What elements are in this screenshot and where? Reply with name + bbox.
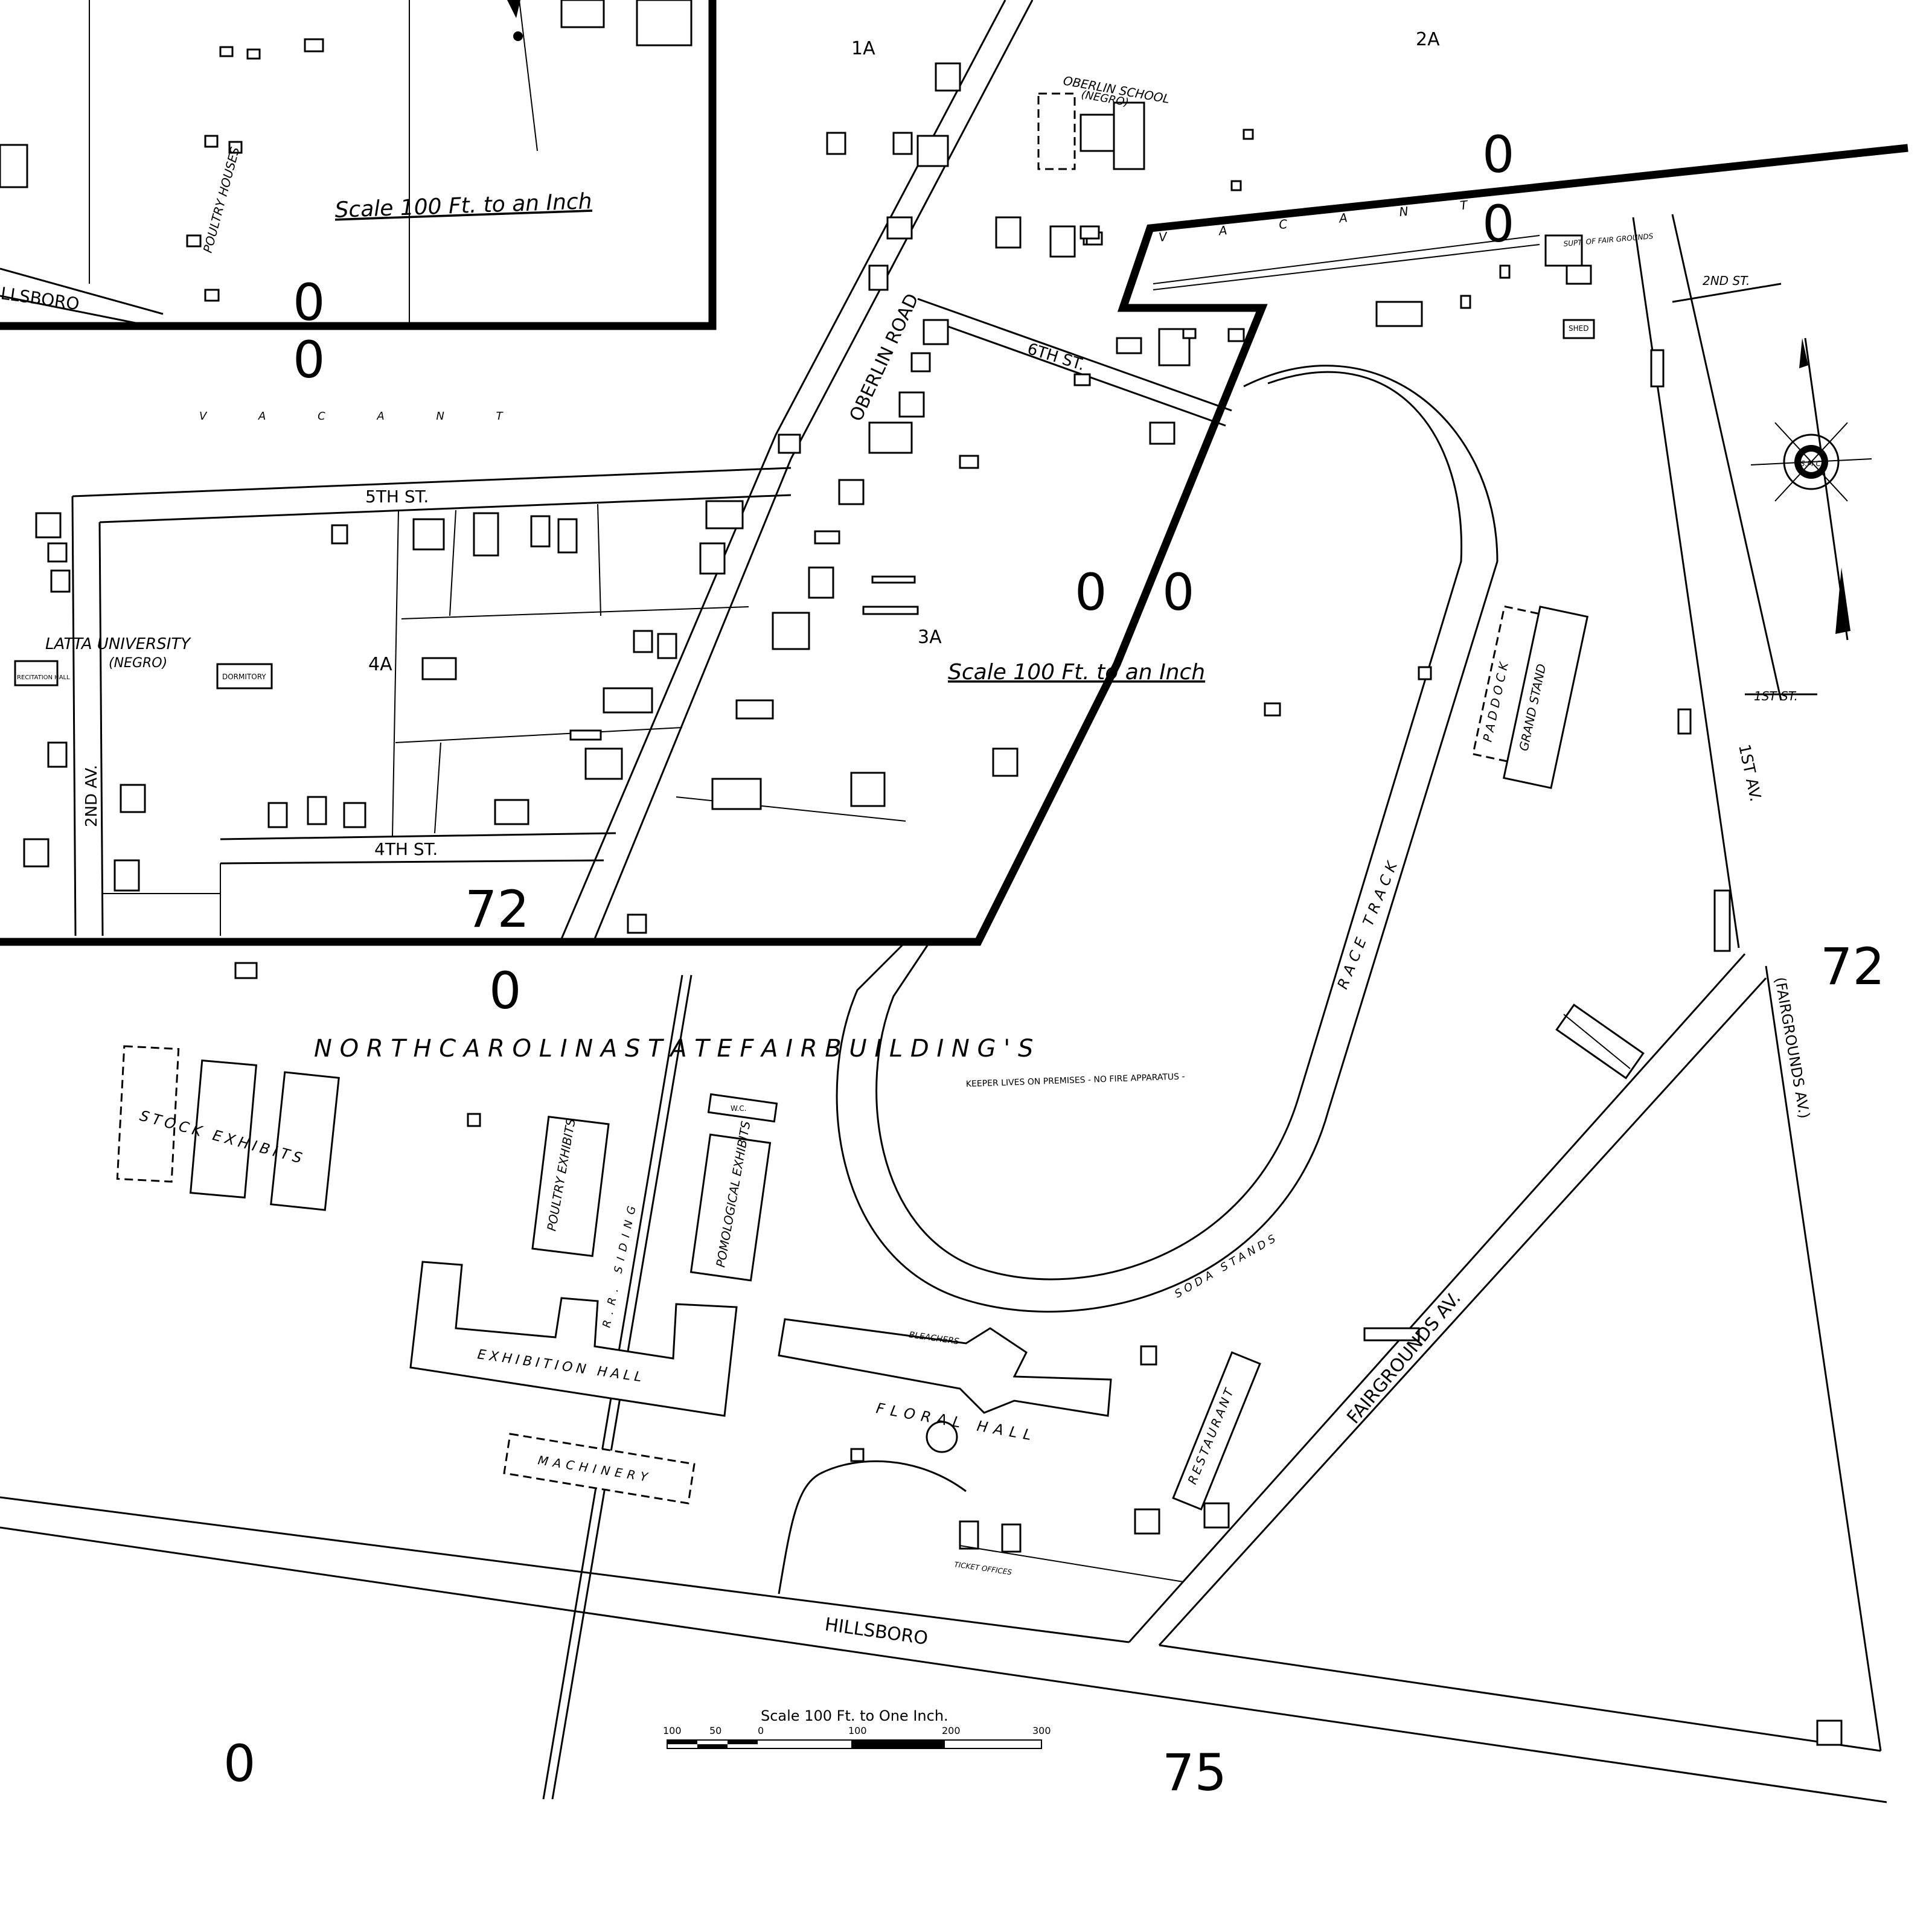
sheet-number-3a: 3A [918, 627, 942, 648]
sheet-zero-3: 0 [1482, 125, 1514, 184]
poultry-exhibits-bldg [531, 1116, 610, 1257]
label-dormitory: DORMITORY [222, 673, 266, 681]
label-recitation-hall: RECITATION HALL [17, 674, 70, 681]
street-fifth: 5TH ST. [365, 487, 429, 507]
scale-bar-tick-1: 100 [663, 1725, 682, 1736]
street-second-av: 2ND AV. [83, 765, 101, 827]
lot-lines [103, 504, 906, 936]
label-poultry-houses: POULTRY HOUSES [200, 146, 243, 255]
sheet-zero-6: 0 [1162, 563, 1194, 622]
second-avenue [71, 496, 104, 936]
wc-bldg [707, 1093, 778, 1123]
supt-building [1153, 234, 1583, 290]
street-second-st: 2ND ST. [1703, 273, 1750, 288]
fairgrounds-avenue [1128, 953, 1767, 1646]
top-left-inset [0, 0, 538, 327]
machinery-bldg [503, 1433, 696, 1505]
street-sixth: 6TH ST. [1025, 340, 1087, 374]
street-first-av: 1ST AV. [1735, 743, 1764, 803]
street-hillsboro-bottom: HILLSBORO [824, 1614, 929, 1649]
sheet-zero-1: 0 [293, 273, 325, 332]
label-shed: SHED [1569, 324, 1588, 333]
race-track [836, 365, 1499, 1313]
compass-monogram: S.M.Co. [1800, 459, 1828, 468]
grand-stand-bldg [1472, 605, 1589, 789]
ticket-offices-bldg [959, 1520, 1184, 1582]
fourth-street [220, 832, 616, 865]
street-fourth: 4TH ST. [374, 839, 438, 859]
scale-bar-tick-6: 300 [1032, 1725, 1051, 1736]
label-fair-title: N O R T H C A R O L I N A S T A T E F A … [314, 1035, 1033, 1063]
label-keeper-note: KEEPER LIVES ON PREMISES - NO FIRE APPAR… [966, 1072, 1185, 1089]
restaurant-bldg [1172, 1351, 1261, 1511]
first-avenue [1632, 214, 1817, 948]
sheet-number-75: 75 [1162, 1743, 1227, 1802]
sheet-boundaries [0, 0, 1908, 946]
sheet-zero-8: 0 [223, 1734, 255, 1793]
label-vacant-mid: V A C A N T [199, 410, 527, 423]
scale-bar [667, 1739, 1042, 1749]
label-latta-university: LATTA UNIVERSITY [45, 635, 191, 653]
dwellings [0, 0, 1843, 1746]
exhibition-hall-bldg [409, 1261, 738, 1417]
scale-label-top: Scale 100 Ft. to an Inch [334, 189, 592, 223]
sheet-number-4a: 4A [368, 654, 392, 675]
label-ticket-offices: TICKET OFFICES [954, 1560, 1013, 1576]
sheet-number-72-left: 72 [465, 880, 529, 939]
scale-bar-tick-5: 200 [942, 1725, 961, 1736]
sheet-zero-5: 0 [1075, 563, 1107, 622]
fifth-street [72, 467, 792, 523]
fairgrounds-avenue-paren [1765, 965, 1882, 1751]
pomological-bldg [689, 1133, 772, 1282]
scale-bar-tick-2: 50 [709, 1725, 721, 1736]
label-race-track: RACE TRACK [1334, 855, 1403, 991]
sheet-zero-4: 0 [1482, 194, 1514, 254]
hillsboro-road [0, 1460, 1887, 1803]
sixth-street [917, 298, 1232, 427]
scale-bar-title: Scale 100 Ft. to One Inch. [761, 1707, 948, 1724]
sheet-zero-7: 0 [489, 961, 521, 1020]
scale-label-mid: Scale 100 Ft. to an Inch [948, 660, 1205, 685]
label-wc: W.C. [731, 1104, 747, 1113]
label-latta-sub: (NEGRO) [109, 656, 167, 671]
floral-hall-bldg [778, 1318, 1112, 1453]
compass-rose [1750, 337, 1872, 641]
sheet-zero-2: 0 [293, 330, 325, 389]
stock-exhibits-bldg [116, 1045, 340, 1211]
scale-bar-tick-4: 100 [848, 1725, 867, 1736]
sheet-number-1a: 1A [851, 38, 875, 59]
sheet-number-2a: 2A [1416, 29, 1440, 50]
crossed-structure [1555, 1003, 1645, 1080]
street-fairgrounds-av: FAIRGROUNDS AV. [1343, 1288, 1465, 1428]
oberlin-road [560, 0, 1034, 939]
scale-bar-tick-3: 0 [758, 1725, 764, 1736]
label-supt: SUPT. OF FAIR GROUNDS [1563, 232, 1654, 248]
sheet-number-72-right: 72 [1820, 937, 1885, 996]
street-first-st: 1ST ST. [1754, 689, 1798, 703]
oberlin-school [1037, 92, 1145, 170]
